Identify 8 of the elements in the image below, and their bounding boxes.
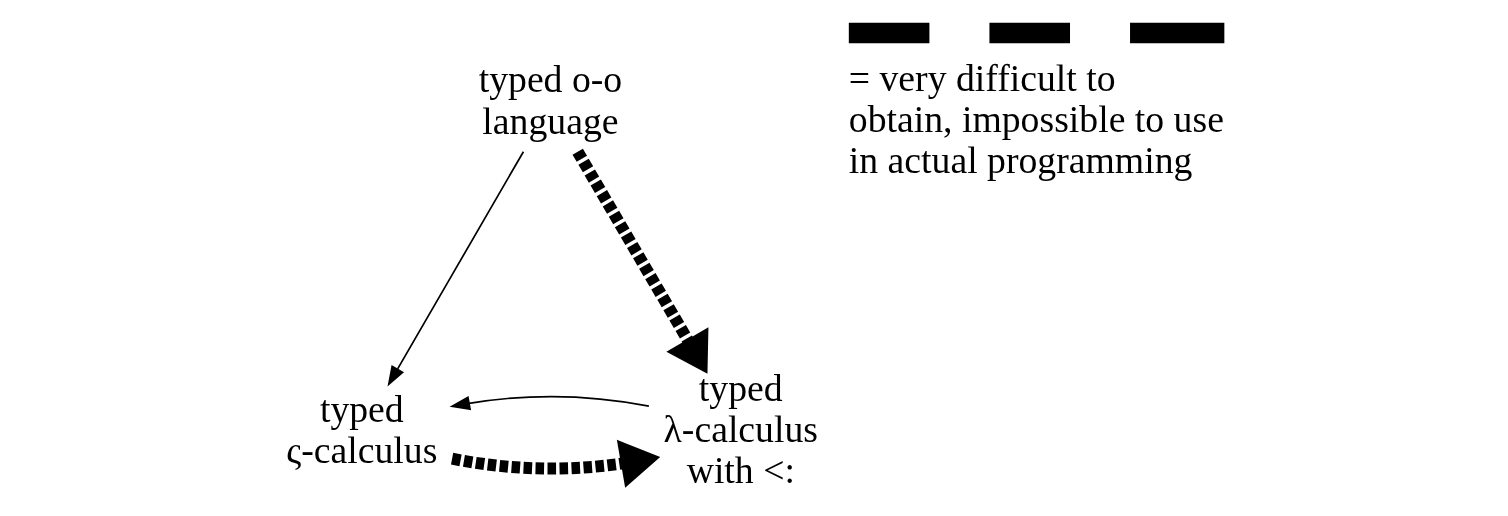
- arrow: [450, 439, 660, 488]
- legend-label: = very difficult to obtain, impossible to use in actual programming: [848, 56, 1224, 181]
- arrow: [449, 395, 650, 410]
- node-text: typed o-o language: [478, 57, 622, 141]
- arrow: [572, 148, 708, 374]
- node-text: typed ς-calculus: [285, 387, 437, 471]
- node-text: typed λ-calculus with <:: [663, 366, 818, 491]
- arrow: [387, 150, 524, 386]
